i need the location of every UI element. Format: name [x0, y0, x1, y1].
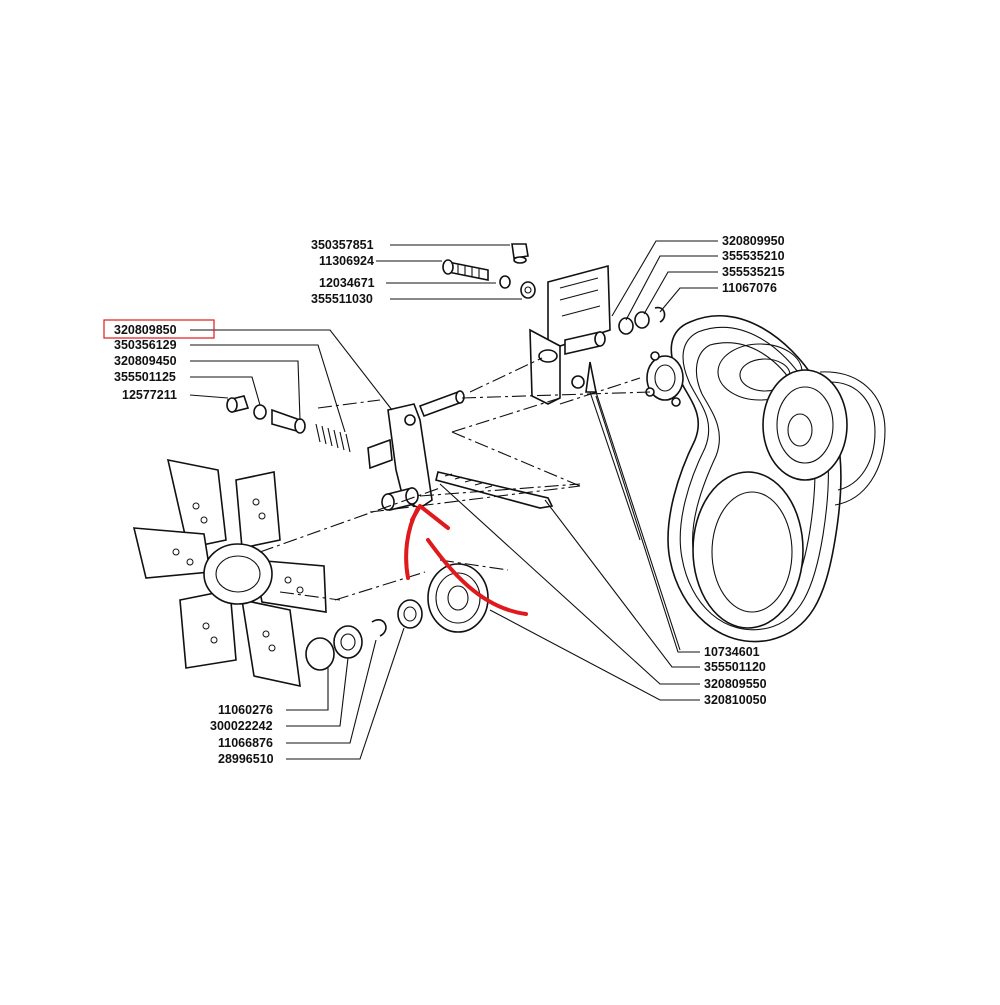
part-label: 355535210 — [722, 249, 785, 263]
part-labels-top-left: 350357851 11306924 12034671 355511030 — [311, 238, 375, 306]
drive-belt-assembly — [645, 315, 886, 643]
highlight-box — [103, 319, 215, 339]
part-label: 300022242 — [210, 719, 273, 733]
part-labels-top-right: 320809950 355535210 355535215 11067076 — [722, 234, 785, 295]
idler-pulley-bearing — [305, 563, 489, 671]
part-label: 355501125 — [114, 370, 176, 384]
red-swoosh-curve — [426, 538, 528, 616]
part-labels-left: 320809850 350356129 320809450 355501125 … — [114, 323, 177, 402]
part-label-highlighted: 320809850 — [114, 323, 177, 337]
part-label: 350357851 — [311, 238, 374, 252]
part-label: 355511030 — [311, 292, 373, 306]
part-label: 320810050 — [704, 693, 767, 707]
tensioner-bracket — [529, 264, 611, 405]
part-label: 11060276 — [218, 703, 273, 717]
leader-lines — [189, 240, 718, 760]
part-label: 320809550 — [704, 677, 767, 691]
part-label: 320809450 — [114, 354, 177, 368]
assembly-centerlines — [259, 357, 651, 601]
part-label: 10734601 — [704, 645, 760, 659]
part-labels-bottom-left: 11060276 300022242 11066876 28996510 — [210, 703, 274, 766]
adjuster-rod — [435, 471, 554, 509]
spring-bushing-parts — [226, 395, 351, 453]
part-label: 28996510 — [218, 752, 274, 766]
part-label: 11306924 — [319, 254, 374, 268]
part-label: 355535215 — [722, 265, 785, 279]
part-label: 11067076 — [722, 281, 777, 295]
cooling-fan — [132, 458, 327, 688]
part-label: 350356129 — [114, 338, 177, 352]
red-arrow-head — [410, 504, 450, 530]
red-highlight-annotations — [103, 319, 528, 616]
part-label: 12034671 — [319, 276, 375, 290]
bolt-washer-parts-top — [442, 243, 666, 335]
part-label: 355501120 — [704, 660, 766, 674]
part-label: 320809950 — [722, 234, 785, 248]
part-labels-bottom-right: 10734601 355501120 320809550 320810050 — [704, 645, 767, 707]
part-label: 12577211 — [122, 388, 177, 402]
part-label: 11066876 — [218, 736, 273, 750]
